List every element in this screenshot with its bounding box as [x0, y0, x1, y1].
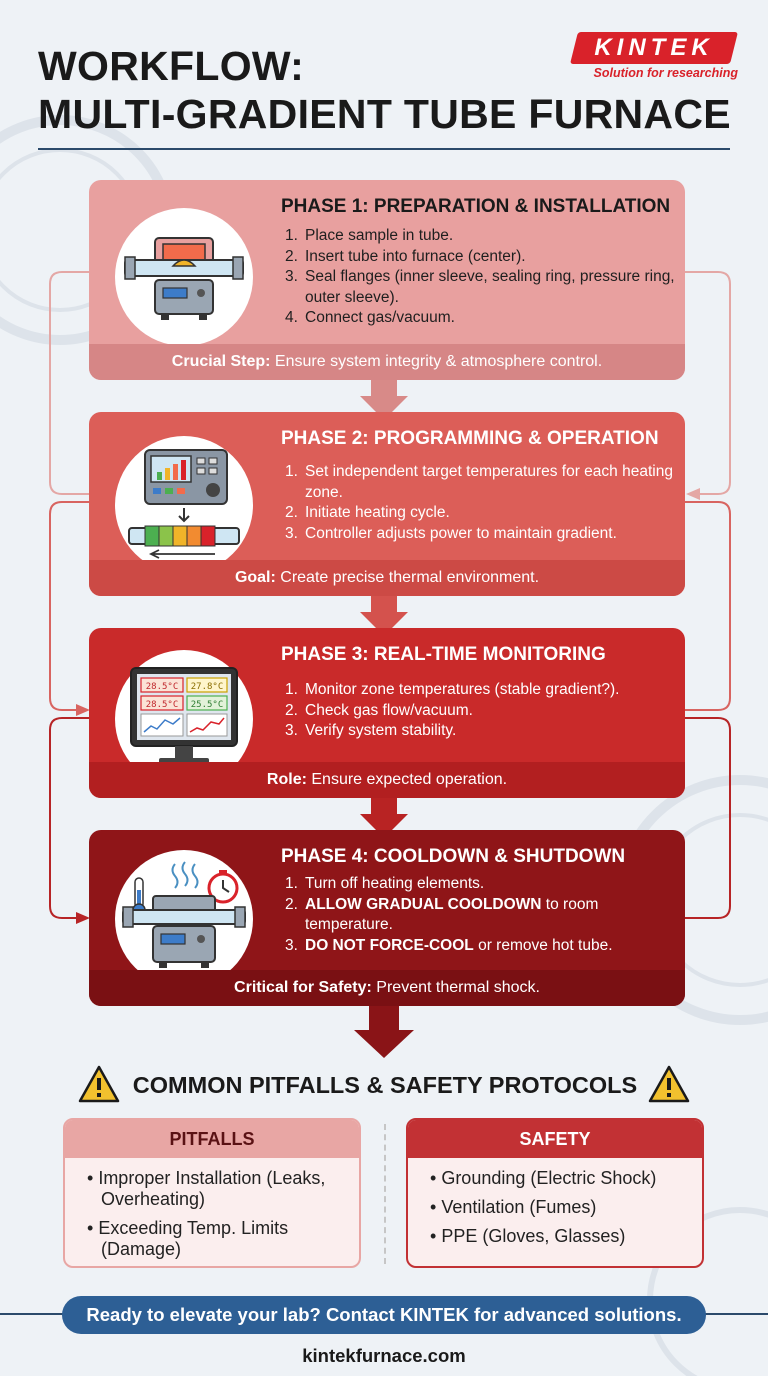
- list-item: • Grounding (Electric Shock): [430, 1168, 657, 1188]
- website-link[interactable]: kintekfurnace.com: [302, 1345, 466, 1366]
- warning-icon: [648, 1064, 690, 1104]
- list-item: 3.Controller adjusts power to maintain g…: [285, 524, 617, 542]
- logo-wordmark: KINTEK: [594, 34, 714, 61]
- phase-2-card: PHASE 2: PROGRAMMING & OPERATION 1.Set i…: [89, 412, 685, 596]
- list-item: 1.Turn off heating elements.: [285, 875, 485, 892]
- list-item: 2.Check gas flow/vacuum.: [285, 701, 473, 719]
- safety-card-title: SAFETY: [408, 1120, 702, 1158]
- list-item: 4.Connect gas/vacuum.: [285, 309, 455, 327]
- phase-3-steps: 1.Monitor zone temperatures (stable grad…: [285, 680, 680, 742]
- title-line-1: WORKFLOW:: [38, 43, 305, 89]
- phase-3-footer: Role: Ensure expected operation.: [89, 762, 685, 798]
- pitfalls-card-title: PITFALLS: [65, 1120, 359, 1158]
- list-item: • PPE (Gloves, Glasses): [430, 1226, 626, 1246]
- list-item: 1.Place sample in tube.: [285, 227, 454, 244]
- controller-gradient-icon: [115, 436, 253, 574]
- phase-4-card: PHASE 4: COOLDOWN & SHUTDOWN 1.Turn off …: [89, 830, 685, 1006]
- title-line-2: MULTI-GRADIENT TUBE FURNACE: [38, 91, 731, 137]
- contact-cta-button[interactable]: Ready to elevate your lab? Contact KINTE…: [62, 1296, 706, 1334]
- list-item: 1.Monitor zone temperatures (stable grad…: [285, 681, 620, 698]
- warning-icon: [78, 1064, 120, 1104]
- phase-2-title: PHASE 2: PROGRAMMING & OPERATION: [281, 428, 659, 449]
- phase-1-steps: 1.Place sample in tube. 2.Insert tube in…: [285, 226, 680, 329]
- list-item: 3.Seal flanges (inner sleeve, sealing ri…: [285, 268, 675, 306]
- reading-zone-2: 27.8°C: [191, 682, 224, 692]
- list-item: • Exceeding Temp. Limits (Damage): [87, 1218, 289, 1259]
- phase-3-card: 28.5°C 27.8°C 28.5°C 25.5°C PHASE 3: REA…: [89, 628, 685, 798]
- section-divider: [384, 1124, 386, 1264]
- list-item: 2.Initiate heating cycle.: [285, 504, 450, 522]
- phase-4-steps: 1.Turn off heating elements. 2.ALLOW GRA…: [285, 874, 680, 956]
- kintek-logo[interactable]: KINTEK Solution for researching: [566, 30, 738, 84]
- reading-zone-3: 28.5°C: [146, 700, 179, 710]
- list-item: 2.Insert tube into furnace (center).: [285, 247, 526, 265]
- phase-1-card: PHASE 1: PREPARATION & INSTALLATION 1.Pl…: [89, 180, 685, 380]
- pitfalls-list: • Improper Installation (Leaks, Overheat…: [65, 1158, 359, 1260]
- cooldown-furnace-icon: [115, 850, 253, 988]
- page-title: WORKFLOW: MULTI-GRADIENT TUBE FURNACE: [38, 42, 731, 138]
- phase-1-footer: Crucial Step: Ensure system integrity & …: [89, 344, 685, 380]
- tube-furnace-sample-icon: [115, 208, 253, 346]
- pitfalls-section-title: COMMON PITFALLS & SAFETY PROTOCOLS: [132, 1072, 638, 1098]
- phase-2-footer: Goal: Create precise thermal environment…: [89, 560, 685, 596]
- safety-list: • Grounding (Electric Shock) • Ventilati…: [408, 1158, 702, 1247]
- list-item: 3.DO NOT FORCE-COOL or remove hot tube.: [285, 936, 613, 954]
- reading-zone-1: 28.5°C: [146, 682, 179, 692]
- down-arrow-4-icon: [354, 1004, 414, 1058]
- logo-tagline: Solution for researching: [593, 66, 738, 80]
- phase-3-title: PHASE 3: REAL-TIME MONITORING: [281, 644, 606, 665]
- reading-zone-4: 25.5°C: [191, 700, 224, 710]
- list-item: 2.ALLOW GRADUAL COOLDOWN to room tempera…: [285, 895, 599, 934]
- safety-card: SAFETY • Grounding (Electric Shock) • Ve…: [406, 1118, 704, 1268]
- pitfalls-heading: COMMON PITFALLS & SAFETY PROTOCOLS: [78, 1064, 690, 1112]
- list-item: • Ventilation (Fumes): [430, 1197, 597, 1217]
- list-item: 1.Set independent target temperatures fo…: [285, 463, 673, 501]
- list-item: • Improper Installation (Leaks, Overheat…: [87, 1168, 326, 1209]
- pitfalls-card: PITFALLS • Improper Installation (Leaks,…: [63, 1118, 361, 1268]
- phase-1-title: PHASE 1: PREPARATION & INSTALLATION: [281, 196, 671, 217]
- phase-4-footer: Critical for Safety: Prevent thermal sho…: [89, 970, 685, 1006]
- list-item: 3.Verify system stability.: [285, 722, 457, 740]
- title-divider: [38, 148, 730, 150]
- phase-4-title: PHASE 4: COOLDOWN & SHUTDOWN: [281, 846, 626, 867]
- phase-2-steps: 1.Set independent target temperatures fo…: [285, 462, 680, 544]
